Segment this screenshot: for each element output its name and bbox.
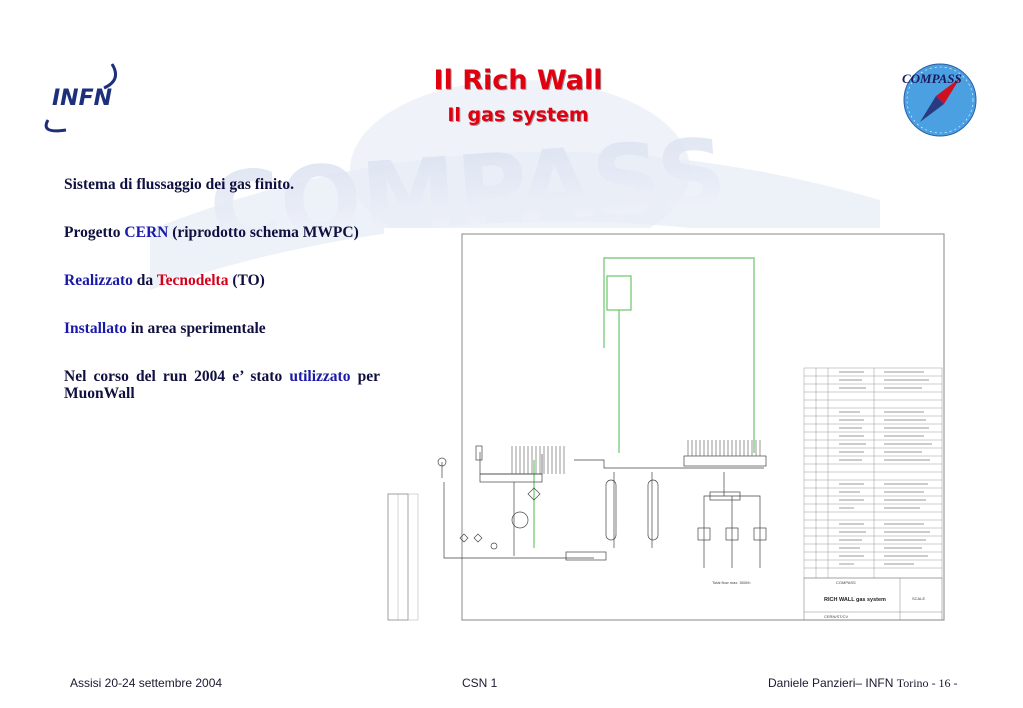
footer-author: Daniele Panzieri bbox=[768, 676, 856, 690]
gas-piping bbox=[437, 445, 767, 568]
footer-left: Assisi 20-24 settembre 2004 bbox=[70, 676, 223, 690]
bullet-2-pre: Progetto bbox=[64, 224, 125, 241]
bullet-2-highlight: CERN bbox=[124, 224, 169, 241]
green-gas-lines bbox=[533, 257, 755, 548]
bullet-3-highlight-1: Realizzato bbox=[64, 272, 133, 289]
bullet-3-highlight-2: Tecnodelta bbox=[156, 272, 229, 289]
bullet-2-post: (riprodotto schema MWPC) bbox=[168, 224, 359, 241]
footer-center: CSN 1 bbox=[462, 676, 498, 690]
compass-logo: COMPASS bbox=[902, 63, 977, 137]
title-block-name: RICH WALL gas system bbox=[824, 597, 886, 603]
bullet-list: Sistema di flussaggio dei gas finito. Pr… bbox=[64, 176, 454, 433]
title-block-scale: SCALE bbox=[912, 596, 925, 601]
footer-affiliation: – INFN bbox=[855, 676, 897, 690]
footer-page-number: - 16 - bbox=[928, 676, 958, 690]
bullet-1: Sistema di flussaggio dei gas finito. bbox=[64, 176, 454, 193]
bullet-4-post: in area sperimentale bbox=[126, 320, 266, 337]
bullet-2: Progetto CERN (riprodotto schema MWPC) bbox=[64, 224, 454, 241]
bullet-5-pre: Nel corso del run 2004 e’ stato bbox=[64, 368, 290, 385]
infn-logo: INFN bbox=[44, 63, 118, 133]
manifold-lines bbox=[511, 440, 761, 474]
bullet-3-post: (TO) bbox=[228, 272, 265, 289]
compass-logo-text: COMPASS bbox=[902, 71, 962, 86]
bullet-3: Realizzato da Tecnodelta (TO) bbox=[64, 272, 454, 289]
slide-title: Il Rich Wall bbox=[433, 65, 603, 96]
parts-list-text-lines bbox=[839, 371, 932, 565]
bullet-5-highlight: utilizzato bbox=[289, 368, 351, 385]
bullet-1-text: Sistema di flussaggio dei gas finito. bbox=[64, 176, 294, 193]
infn-logo-text: INFN bbox=[52, 86, 112, 111]
footer-right: Daniele Panzieri– INFN Torino - 16 - bbox=[768, 676, 958, 691]
bullet-4-highlight: Installato bbox=[64, 320, 127, 337]
title-block-drawing-no: CERN/ST/CV bbox=[824, 614, 849, 619]
parts-list-table bbox=[803, 367, 943, 579]
slide-subtitle: Il gas system bbox=[447, 104, 589, 126]
title-block-company: COMPASS bbox=[836, 580, 856, 585]
footer-city: Torino bbox=[896, 676, 929, 690]
bullet-3-mid: da bbox=[132, 272, 157, 289]
gas-system-diagram: RICH WALL gas system COMPASS SCALE CERN/… bbox=[384, 228, 946, 622]
diagram-footnote: Total flow max. 500l/h bbox=[712, 580, 750, 585]
title-block: RICH WALL gas system COMPASS SCALE CERN/… bbox=[803, 577, 943, 621]
bullet-4: Installato in area sperimentale bbox=[64, 320, 454, 337]
